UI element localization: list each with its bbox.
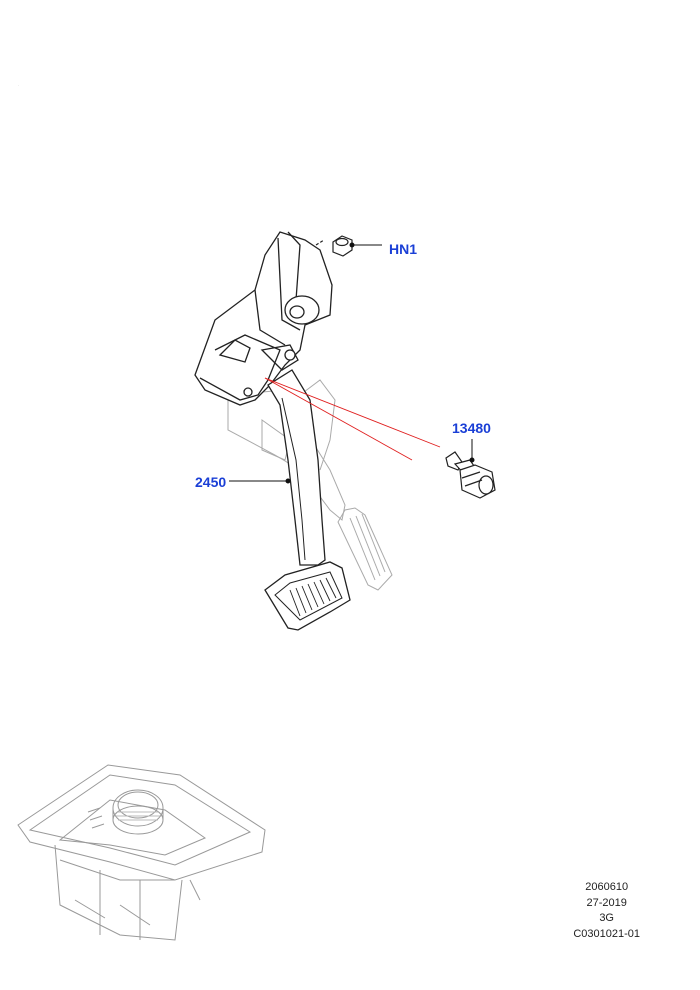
gear-selector-ghost [17, 764, 266, 941]
stop-lamp-switch [445, 451, 496, 499]
callout-13480: 13480 [452, 420, 491, 436]
callout-2450: 2450 [195, 474, 227, 490]
reference-code: C0301021-01 [573, 927, 640, 940]
reference-number: 2060610 [585, 881, 629, 893]
drawing-reference-block: 2060610 27-2019 3G C0301021-01 [573, 880, 640, 942]
leader-lines-red [264, 377, 441, 461]
callout-hn1: HN1 [389, 241, 418, 257]
brake-pedal-assembly [194, 231, 351, 631]
reference-group: 3G [599, 912, 614, 924]
hn1-nut [315, 235, 353, 257]
callout-leaders [229, 242, 475, 484]
pedal-pad [264, 561, 351, 631]
tiny-mark: · [18, 83, 19, 88]
reference-date: 27-2019 [586, 896, 627, 909]
